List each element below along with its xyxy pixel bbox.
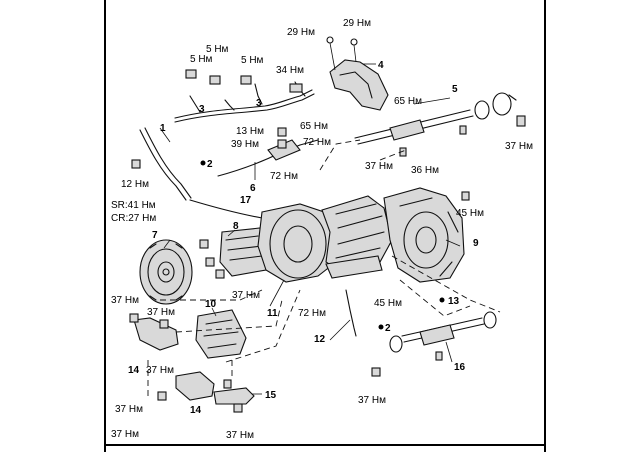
torque-label-72c: 72 Нм (298, 308, 326, 319)
part-number-14a: 14 (128, 365, 140, 376)
bullet-dot-2a (200, 160, 206, 166)
bullet-dot-13 (439, 297, 445, 303)
torque-label-29b: 29 Нм (343, 18, 371, 29)
part-number-4: 4 (378, 60, 384, 71)
shift-rod (131, 127, 192, 201)
part-number-1: 1 (160, 123, 166, 134)
transmission-crossmember (195, 309, 247, 359)
torque-label-37h: 37 Нм (226, 430, 254, 441)
torque-label-5c: 5 Нм (190, 54, 213, 65)
part-number-3b: 3 (256, 98, 262, 109)
transfer-case (383, 187, 470, 283)
torque-label-37a: 37 Нм (505, 141, 533, 152)
torque-label-5a: 5 Нм (206, 44, 229, 55)
part-number-17: 17 (240, 195, 252, 206)
torque-label-37c: 37 Нм (232, 290, 260, 301)
torque-label-37b: 37 Нм (365, 161, 393, 172)
part-number-3a: 3 (199, 104, 205, 115)
torque-label-12: 12 Нм (121, 179, 149, 190)
torque-label-5b: 5 Нм (241, 55, 264, 66)
torque-label-65a: 65 Нм (394, 96, 422, 107)
torque-label-37i: 37 Нм (358, 395, 386, 406)
part-number-13: 13 (448, 296, 460, 307)
transmission-filter (199, 227, 269, 279)
rear-mount-bracket (326, 36, 389, 111)
mount-bracket-lower (157, 371, 255, 413)
rear-propeller-shaft (354, 92, 526, 157)
torque-label-72b: 72 Нм (270, 171, 298, 182)
part-number-5: 5 (452, 84, 458, 95)
part-number-7: 7 (152, 230, 158, 241)
part-number-16: 16 (454, 362, 466, 373)
part-number-15: 15 (265, 390, 277, 401)
torque-label-36: 36 Нм (411, 165, 439, 176)
part-number-9: 9 (473, 238, 479, 249)
shift-cable (217, 127, 319, 177)
callout-leaders (159, 63, 461, 395)
torque-label-29a: 29 Нм (287, 27, 315, 38)
assembly-dash-lines (147, 139, 501, 400)
transmission-case (257, 195, 393, 283)
torque-label-37j: 37 Нм (111, 429, 139, 440)
torque-converter (139, 239, 193, 305)
torque-label-sr: SR:41 Нм (111, 200, 156, 211)
torque-label-39: 39 Нм (231, 139, 259, 150)
part-number-8: 8 (233, 221, 239, 232)
torque-label-cr: CR:27 Нм (111, 213, 156, 224)
torque-label-45a: 45 Нм (456, 208, 484, 219)
mount-bracket-upper (129, 313, 179, 351)
torque-label-37d: 37 Нм (111, 295, 139, 306)
torque-label-37e: 37 Нм (147, 307, 175, 318)
part-number-14b: 14 (190, 405, 202, 416)
torque-label-65b: 65 Нм (300, 121, 328, 132)
part-number-10: 10 (205, 299, 217, 310)
part-number-2a: 2 (207, 159, 213, 170)
part-number-6: 6 (250, 183, 256, 194)
bullet-dot-2b (378, 324, 384, 330)
torque-label-37g: 37 Нм (115, 404, 143, 415)
torque-label-34: 34 Нм (276, 65, 304, 76)
pipe-clamps (185, 69, 303, 93)
torque-label-13: 13 Нм (236, 126, 264, 137)
torque-label-37f: 37 Нм (146, 365, 174, 376)
part-number-11: 11 (267, 308, 278, 319)
torque-label-45b: 45 Нм (374, 298, 402, 309)
front-propeller-shaft (371, 311, 497, 377)
part-number-12: 12 (314, 334, 326, 345)
torque-label-72a: 72 Нм (303, 137, 331, 148)
part-number-2b: 2 (385, 323, 391, 334)
selector-rod (345, 289, 357, 337)
